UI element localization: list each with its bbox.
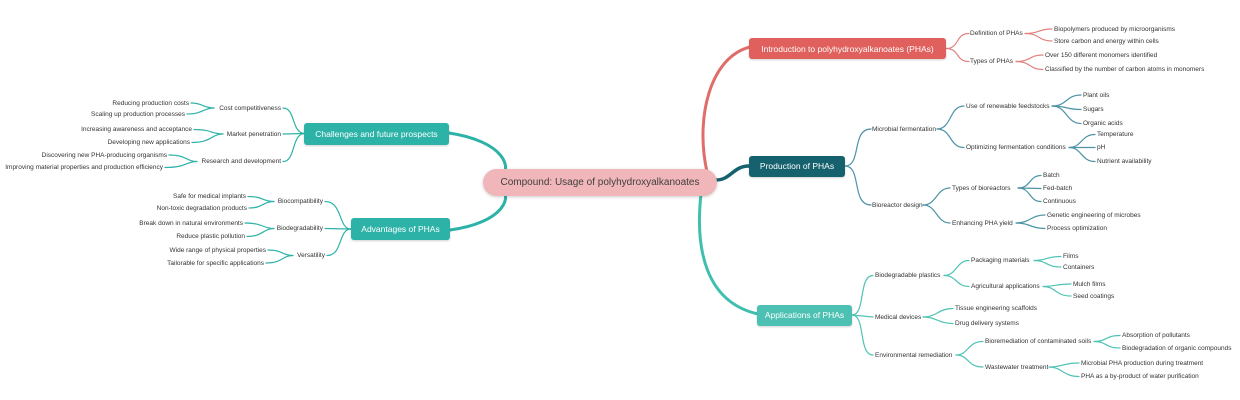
node-films[interactable]: Films: [1063, 253, 1079, 260]
node-break-down-natural[interactable]: Break down in natural environments: [139, 219, 243, 227]
node-environmental-remediation[interactable]: Environmental remediation: [875, 351, 953, 359]
node-types-of-phas[interactable]: Types of PHAs: [970, 58, 1013, 65]
node-biopolymers[interactable]: Biopolymers produced by microorganisms: [1054, 25, 1176, 33]
left-branch-connectors: [164, 102, 352, 264]
node-seed-coatings[interactable]: Seed coatings: [1073, 292, 1115, 300]
node-process-optimization[interactable]: Process optimization: [1047, 225, 1107, 232]
node-containers[interactable]: Containers: [1063, 263, 1095, 271]
node-discovering-organisms[interactable]: Discovering new PHA-producing organisms: [41, 151, 167, 159]
applications-branch-connectors: [851, 255, 1121, 378]
node-medical-devices[interactable]: Medical devices: [875, 313, 922, 321]
node-fed-batch[interactable]: Fed-batch: [1043, 185, 1073, 192]
node-safe-implants[interactable]: Safe for medical implants: [173, 193, 246, 200]
node-non-toxic-products[interactable]: Non-toxic degradation products: [156, 204, 247, 212]
node-biodegradation-compounds[interactable]: Biodegradation of organic compounds: [1122, 344, 1232, 352]
node-classified-monomers[interactable]: Classified by the number of carbon atoms…: [1045, 66, 1205, 73]
node-types-of-bioreactors[interactable]: Types of bioreactors: [952, 184, 1011, 192]
node-drug-delivery[interactable]: Drug delivery systems: [955, 320, 1019, 327]
node-store-carbon[interactable]: Store carbon and energy within cells: [1054, 37, 1159, 45]
node-pha-byproduct[interactable]: PHA as a by-product of water purificatio…: [1081, 373, 1199, 380]
node-versatility[interactable]: Versatility: [297, 252, 325, 259]
node-plant-oils[interactable]: Plant oils: [1083, 91, 1110, 99]
node-market-penetration[interactable]: Market penetration: [226, 130, 281, 138]
node-bioreactor-design[interactable]: Bioreactor design: [872, 201, 923, 209]
node-applications-phas[interactable]: Applications of PHAs: [757, 304, 852, 326]
node-wastewater-treatment[interactable]: Wastewater treatment: [985, 363, 1049, 371]
node-tissue-scaffolds[interactable]: Tissue engineering scaffolds: [955, 305, 1038, 312]
node-research-development[interactable]: Research and development: [201, 158, 282, 165]
node-tailorable-applications[interactable]: Tailorable for specific applications: [167, 259, 264, 267]
node-cost-competitiveness[interactable]: Cost competitiveness: [219, 104, 281, 112]
node-ph[interactable]: pH: [1097, 144, 1106, 151]
node-challenges-prospects[interactable]: Challenges and future prospects: [304, 122, 449, 145]
node-developing-applications[interactable]: Developing new applications: [107, 139, 190, 146]
node-reducing-costs[interactable]: Reducing production costs: [112, 99, 189, 107]
node-microbial-pha-treatment[interactable]: Microbial PHA production during treatmen…: [1081, 359, 1204, 367]
node-production-phas[interactable]: Production of PHAs: [749, 155, 845, 177]
node-bioremediation-soils[interactable]: Bioremediation of contaminated soils: [985, 338, 1092, 345]
node-genetic-engineering[interactable]: Genetic engineering of microbes: [1047, 211, 1141, 219]
node-agricultural-applications[interactable]: Agricultural applications: [971, 283, 1040, 290]
node-microbial-fermentation[interactable]: Microbial fermentation: [872, 125, 936, 133]
intro-branch-connectors: [945, 28, 1053, 71]
node-wide-range-properties[interactable]: Wide range of physical properties: [169, 246, 266, 254]
node-reduce-pollution[interactable]: Reduce plastic pollution: [176, 233, 245, 240]
production-branch-connectors: [844, 94, 1096, 230]
node-packaging-materials[interactable]: Packaging materials: [971, 257, 1030, 264]
node-advantages-phas[interactable]: Advantages of PHAs: [351, 218, 450, 240]
node-mulch-films[interactable]: Mulch films: [1073, 280, 1106, 288]
node-absorption-pollutants[interactable]: Absorption of pollutants: [1122, 332, 1190, 339]
node-continuous[interactable]: Continuous: [1043, 198, 1076, 205]
node-optimizing-conditions[interactable]: Optimizing fermentation conditions: [966, 144, 1066, 151]
node-central-topic[interactable]: Compound: Usage of polyhydroxyalkanoates: [483, 169, 717, 196]
node-improving-properties[interactable]: Improving material properties and produc…: [5, 164, 163, 171]
node-temperature[interactable]: Temperature: [1097, 131, 1134, 138]
node-biodegradability[interactable]: Biodegradability: [276, 225, 323, 232]
node-nutrient-availability[interactable]: Nutrient availability: [1097, 158, 1152, 165]
node-over-150-monomers[interactable]: Over 150 different monomers identified: [1045, 51, 1158, 59]
node-introduction-phas[interactable]: Introduction to polyhydroxyalkanoates (P…: [749, 38, 946, 59]
node-biocompatibility[interactable]: Biocompatibility: [277, 198, 323, 205]
node-scaling-production[interactable]: Scaling up production processes: [91, 110, 185, 118]
node-enhancing-pha-yield[interactable]: Enhancing PHA yield: [952, 219, 1013, 227]
node-batch[interactable]: Batch: [1043, 172, 1060, 179]
node-renewable-feedstocks[interactable]: Use of renewable feedstocks: [966, 102, 1050, 110]
node-definition-of-phas[interactable]: Definition of PHAs: [970, 30, 1023, 37]
node-sugars[interactable]: Sugars: [1083, 106, 1104, 113]
node-organic-acids[interactable]: Organic acids: [1083, 120, 1123, 127]
node-increasing-awareness[interactable]: Increasing awareness and acceptance: [81, 126, 192, 133]
node-biodegradable-plastics[interactable]: Biodegradable plastics: [875, 272, 941, 279]
